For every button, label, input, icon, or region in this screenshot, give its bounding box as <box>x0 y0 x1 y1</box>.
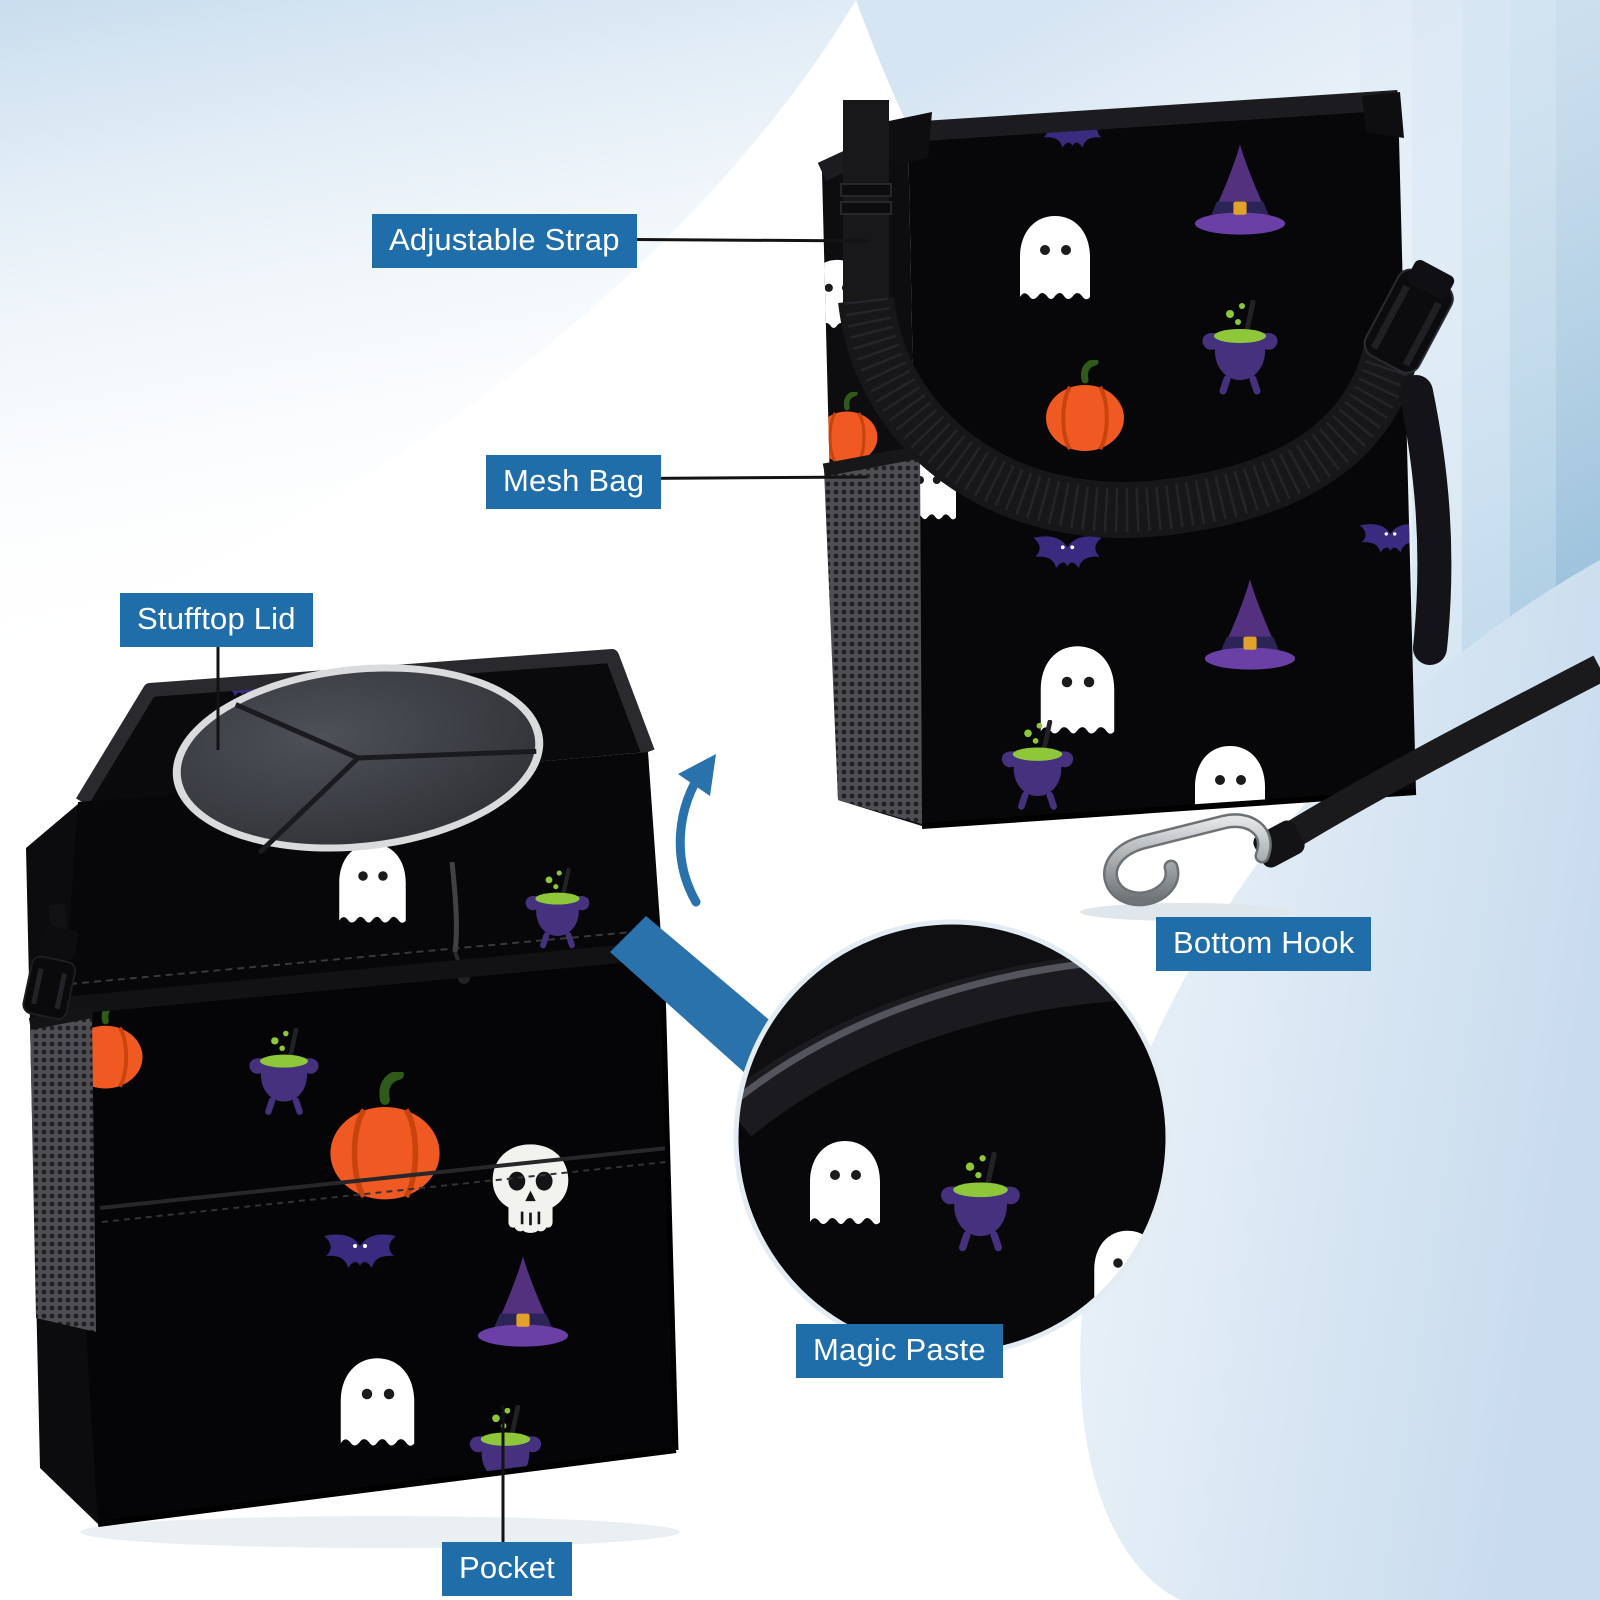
lid-open-arrow-icon <box>675 754 716 907</box>
ghost-icon <box>339 843 406 923</box>
corner-cap <box>884 112 932 166</box>
strap-tail <box>1399 375 1452 665</box>
label-adjustable-strap: Adjustable Strap <box>372 214 637 268</box>
stufftop-lid <box>172 664 544 855</box>
ghost-icon <box>340 1358 415 1446</box>
strap-slider-icon <box>840 201 892 215</box>
adjustable-strap <box>838 100 1455 665</box>
label-magic-paste: Magic Paste <box>796 1324 1003 1378</box>
label-stufftop-lid: Stufftop Lid <box>120 593 313 647</box>
zipper <box>449 861 459 953</box>
corner-cap <box>1362 92 1404 138</box>
lid-slits <box>234 702 537 855</box>
strap-slider-icon <box>840 183 892 197</box>
right-edge <box>659 949 679 1451</box>
flap-binding-magic-paste <box>63 941 663 1015</box>
stitch-line <box>69 929 655 985</box>
mesh-pocket <box>28 1006 96 1332</box>
strap-webbing-texture <box>844 297 1416 532</box>
label-bottom-hook: Bottom Hook <box>1156 917 1372 971</box>
hook-shadow <box>1080 903 1290 921</box>
bottom-edge <box>97 1447 677 1527</box>
ghost-icon <box>1020 216 1090 300</box>
front-pocket <box>99 1146 669 1223</box>
background-swoosh-top-left <box>0 0 856 652</box>
mesh-pocket <box>822 445 922 824</box>
label-mesh-bag: Mesh Bag <box>486 455 662 509</box>
open-bag-photo <box>817 90 1455 829</box>
buckle-icon <box>22 903 79 1020</box>
hook-icon-highlight <box>1105 815 1270 904</box>
label-pocket: Pocket <box>442 1542 572 1596</box>
background-swoosh-bottom-right <box>1080 560 1600 1600</box>
closed-bag-photo <box>22 649 680 1548</box>
bottom-hook-assembly <box>1080 655 1600 921</box>
ghost-icon <box>810 1141 880 1225</box>
bag-shadow <box>80 1516 680 1548</box>
buckle-icon <box>1363 259 1455 374</box>
hook-strap <box>1276 655 1600 852</box>
